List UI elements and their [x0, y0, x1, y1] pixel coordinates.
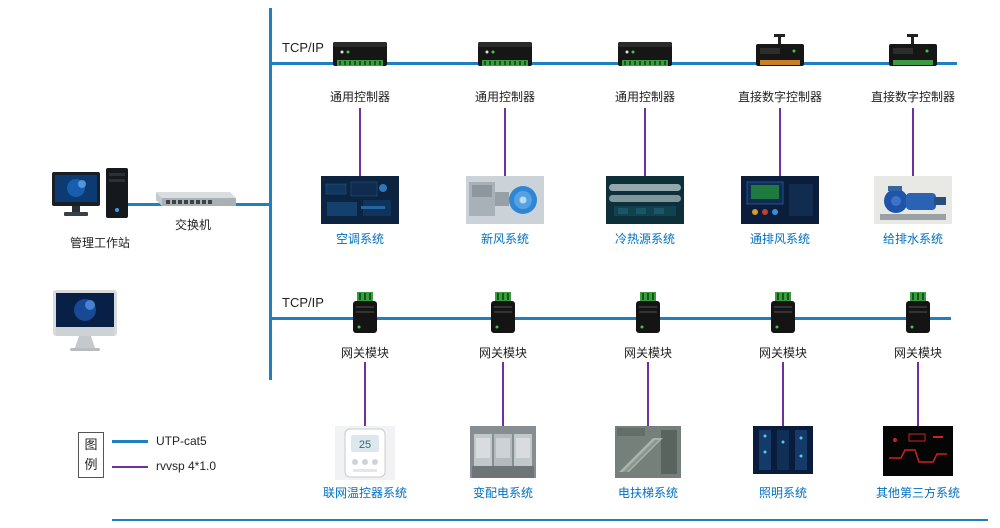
chiller-system-photo: [606, 176, 684, 224]
controller-label: 通用控制器: [474, 90, 535, 104]
top-column-water: 直接数字控制器 给排水系统: [848, 30, 978, 260]
system-label: 空调系统: [335, 232, 384, 246]
tcpip-label-top: TCP/IP: [282, 40, 324, 55]
legend-utp-label: UTP-cat5: [156, 434, 207, 448]
system-label: 电扶梯系统: [617, 486, 678, 500]
workstation-icon: [52, 168, 130, 228]
legend-rvvsp-line-sample: [112, 466, 148, 468]
legend-utp-line-sample: [112, 440, 148, 443]
gateway-module-icon: [345, 290, 385, 341]
system-label: 新风系统: [480, 232, 529, 246]
system-label: 通排风系统: [749, 232, 810, 246]
monitor-icon: [52, 290, 118, 354]
fresh-air-system-photo: [466, 176, 544, 224]
top-column-chiller: 通用控制器 冷热源系统: [580, 30, 710, 260]
system-label: 联网温控器系统: [322, 486, 407, 500]
ddc-controller-icon: [752, 34, 808, 79]
switch-icon: [150, 186, 236, 210]
rvvsp-connector-line: [502, 362, 504, 426]
gateway-module-icon: [898, 290, 938, 341]
system-label: 给排水系统: [882, 232, 943, 246]
rvvsp-connector-line: [647, 362, 649, 426]
gateway-label: 网关模块: [478, 346, 527, 360]
backbone-line: [269, 8, 272, 380]
gateway-label: 网关模块: [623, 346, 672, 360]
controller-icon: [475, 34, 535, 79]
rvvsp-connector-line: [644, 108, 646, 176]
top-column-fresh-air: 通用控制器 新风系统: [440, 30, 570, 260]
rvvsp-connector-line: [359, 108, 361, 176]
escalator-system-photo: [615, 426, 681, 478]
lighting-system-photo: [753, 426, 813, 474]
bottom-column-thermostat: 网关模块 25 联网温控器系统: [300, 288, 430, 518]
ventilation-system-photo: [741, 176, 819, 224]
rvvsp-connector-line: [504, 108, 506, 176]
bottom-column-power: 网关模块 变配电系统: [438, 288, 568, 518]
system-label: 其他第三方系统: [875, 486, 960, 500]
thermostat-system-photo: 25: [335, 426, 395, 480]
bottom-column-lighting: 网关模块 照明系统: [718, 288, 848, 518]
controller-label: 通用控制器: [329, 90, 390, 104]
ddc-controller-icon: [885, 34, 941, 79]
ac-system-photo: [321, 176, 399, 224]
system-label: 照明系统: [758, 486, 807, 500]
thirdparty-system-photo: [883, 426, 953, 476]
gateway-label: 网关模块: [758, 346, 807, 360]
bottom-column-thirdparty: 网关模块 其他第三方系统: [853, 288, 983, 518]
gateway-module-icon: [763, 290, 803, 341]
top-column-ventilation: 直接数字控制器 通排风系统: [715, 30, 845, 260]
controller-label: 直接数字控制器: [737, 90, 822, 104]
workstation-label: 管理工作站: [69, 236, 130, 250]
gateway-label: 网关模块: [340, 346, 389, 360]
thermostat-reading: 25: [359, 439, 371, 451]
switch-label: 交换机: [174, 218, 211, 232]
rvvsp-connector-line: [782, 362, 784, 426]
rvvsp-connector-line: [364, 362, 366, 426]
legend-title: 图 例: [78, 432, 104, 478]
controller-label: 直接数字控制器: [870, 90, 955, 104]
tcpip-label-bottom: TCP/IP: [282, 295, 324, 310]
system-label: 变配电系统: [472, 486, 533, 500]
bottom-column-escalator: 网关模块 电扶梯系统: [583, 288, 713, 518]
controller-label: 通用控制器: [614, 90, 675, 104]
gateway-label: 网关模块: [893, 346, 942, 360]
controller-icon: [615, 34, 675, 79]
rvvsp-connector-line: [917, 362, 919, 426]
bottom-border-line: [112, 519, 988, 521]
top-column-ac: 通用控制器 空调系统: [295, 30, 425, 260]
rvvsp-connector-line: [779, 108, 781, 176]
rvvsp-connector-line: [912, 108, 914, 176]
gateway-module-icon: [628, 290, 668, 341]
system-label: 冷热源系统: [614, 232, 675, 246]
top-bus-line: [269, 62, 957, 65]
legend-rvvsp-label: rvvsp 4*1.0: [156, 459, 217, 473]
controller-icon: [330, 34, 390, 79]
gateway-module-icon: [483, 290, 523, 341]
water-system-photo: [874, 176, 952, 224]
bottom-bus-line: [269, 317, 951, 320]
power-system-photo: [470, 426, 536, 478]
